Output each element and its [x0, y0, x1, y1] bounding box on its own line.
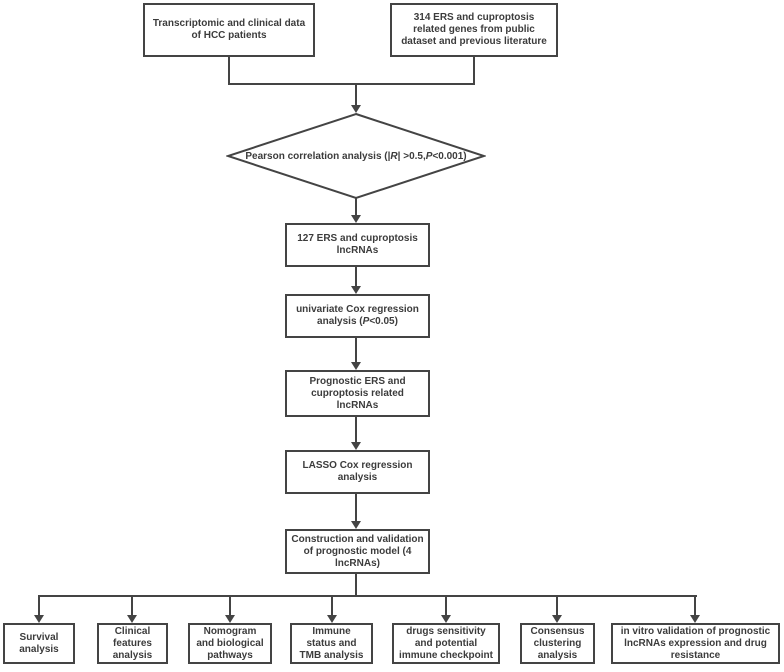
- node-immune-tmb: Immune status and TMB analysis: [290, 623, 373, 664]
- arrowhead-down-icon: [327, 615, 337, 623]
- decision-text: | >0.5,: [397, 150, 426, 162]
- connector-line: [229, 595, 231, 615]
- node-text-line: lncRNAs: [336, 399, 379, 411]
- connector-line: [228, 57, 230, 85]
- node-text-line: univariate Cox regression: [296, 304, 419, 315]
- node-consensus-clustering: Consensus clustering analysis: [520, 623, 595, 664]
- node-lasso-cox: LASSO Cox regression analysis: [285, 450, 430, 494]
- arrowhead-down-icon: [351, 362, 361, 370]
- decision-text-r: R: [390, 150, 398, 162]
- node-text-line: analysis: [537, 649, 578, 661]
- node-text-p: P: [362, 316, 370, 327]
- node-text-line: TMB analysis: [299, 649, 364, 661]
- node-text: analysis (: [317, 316, 363, 327]
- node-text-line: status and: [306, 637, 357, 649]
- decision-text: Pearson correlation analysis (|: [245, 150, 391, 162]
- connector-line: [355, 198, 357, 216]
- connector-line: [228, 83, 475, 85]
- node-text-line: Nomogram: [203, 625, 257, 637]
- node-text-line: immune checkpoint: [399, 649, 493, 661]
- node-text-line: Construction and validation: [291, 533, 424, 545]
- node-prognostic-lncrnas: Prognostic ERS and cuproptosis related l…: [285, 370, 430, 417]
- node-transcriptomic-clinical-data: Transcriptomic and clinical data of HCC …: [143, 3, 315, 57]
- connector-line: [355, 267, 357, 287]
- node-text-line: lncRNAs): [334, 557, 380, 569]
- node-text-line: 314 ERS and cuproptosis: [413, 12, 535, 23]
- connector-line: [355, 417, 357, 443]
- connector-line: [355, 494, 357, 522]
- arrowhead-down-icon: [34, 615, 44, 623]
- node-text-line: cuproptosis related: [311, 387, 404, 399]
- node-text: <0.05): [369, 316, 398, 327]
- arrowhead-down-icon: [441, 615, 451, 623]
- node-text-line: analysis (P<0.05): [317, 316, 398, 328]
- node-drug-sensitivity-checkpoint: drugs sensitivity and potential immune c…: [392, 623, 500, 664]
- node-invitro-validation: in vitro validation of prognostic lncRNA…: [611, 623, 780, 664]
- node-text-line: Survival: [19, 631, 59, 643]
- node-ers-cuproptosis-genes: 314 ERS and cuproptosis related genes fr…: [390, 3, 558, 57]
- arrowhead-down-icon: [552, 615, 562, 623]
- node-text-line: 127 ERS and cuproptosis: [297, 233, 418, 244]
- node-text-line: LASSO Cox regression: [302, 460, 413, 471]
- node-survival-analysis: Survival analysis: [3, 623, 75, 664]
- node-construction-validation: Construction and validation of prognosti…: [285, 529, 430, 574]
- node-text-line: and biological: [196, 637, 264, 649]
- node-text-line: clustering: [533, 637, 582, 649]
- node-text-line: resistance: [670, 649, 721, 661]
- arrowhead-down-icon: [127, 615, 137, 623]
- node-text-line: of HCC patients: [191, 30, 267, 41]
- arrowhead-down-icon: [690, 615, 700, 623]
- node-text-line: Transcriptomic and clinical data: [152, 18, 306, 29]
- node-text-line: dataset and previous literature: [401, 36, 547, 47]
- arrowhead-down-icon: [351, 105, 361, 113]
- node-text-line: related genes from public: [413, 24, 535, 35]
- node-nomogram-pathways: Nomogram and biological pathways: [188, 623, 272, 664]
- connector-line: [556, 595, 558, 615]
- connector-line: [355, 338, 357, 363]
- node-text-line: Immune: [312, 625, 351, 637]
- node-text-line: and potential: [414, 637, 478, 649]
- node-text-line: analysis: [112, 649, 153, 661]
- node-127-lncrnas: 127 ERS and cuproptosis lncRNAs: [285, 223, 430, 267]
- connector-line: [38, 595, 697, 597]
- node-text-line: Clinical: [114, 625, 151, 637]
- node-text-line: in vitro validation of prognostic: [620, 625, 771, 637]
- connector-line: [694, 595, 696, 615]
- node-text-line: analysis: [19, 643, 59, 655]
- arrowhead-down-icon: [351, 215, 361, 223]
- node-text-line: analysis: [337, 472, 378, 483]
- arrowhead-down-icon: [351, 521, 361, 529]
- node-text-line: lncRNAs: [336, 245, 379, 256]
- decision-text-p: P: [425, 150, 433, 162]
- connector-line: [38, 595, 40, 615]
- arrowhead-down-icon: [351, 286, 361, 294]
- decision-text: <0.001): [432, 150, 467, 162]
- connector-line: [445, 595, 447, 615]
- arrowhead-down-icon: [351, 442, 361, 450]
- node-clinical-features: Clinical features analysis: [97, 623, 168, 664]
- node-text-line: Consensus: [530, 625, 585, 637]
- node-text-line: Prognostic ERS and: [309, 375, 406, 387]
- node-text-line: pathways: [207, 649, 253, 661]
- node-text-line: of prognostic model (4: [303, 545, 412, 557]
- node-text-line: lncRNAs expression and drug: [624, 637, 767, 649]
- connector-line: [331, 595, 333, 615]
- connector-line: [131, 595, 133, 615]
- arrowhead-down-icon: [225, 615, 235, 623]
- decision-label: Pearson correlation analysis (|R| >0.5,P…: [226, 112, 486, 200]
- node-text-line: drugs sensitivity: [406, 625, 486, 637]
- connector-line: [355, 83, 357, 106]
- node-univariate-cox: univariate Cox regression analysis (P<0.…: [285, 294, 430, 338]
- node-text-line: features: [113, 637, 152, 649]
- connector-line: [355, 574, 357, 597]
- connector-line: [473, 57, 475, 85]
